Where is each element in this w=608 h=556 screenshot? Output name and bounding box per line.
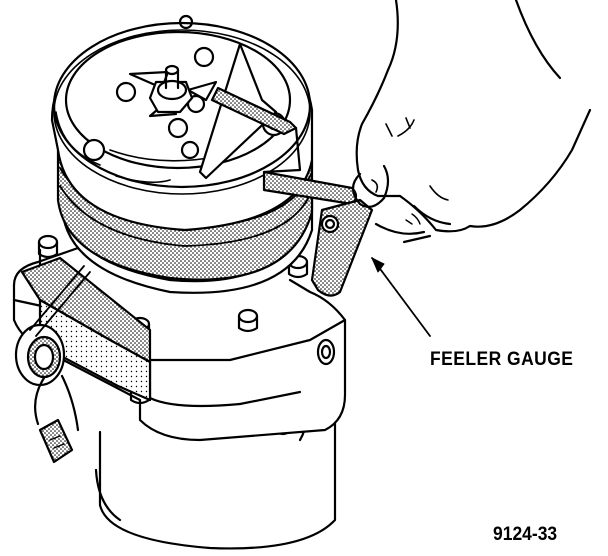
bolt-center-right xyxy=(237,308,259,333)
pulley-assembly xyxy=(50,14,314,294)
leader-arrowhead xyxy=(371,257,385,273)
feeler-gauge xyxy=(210,86,374,297)
feeler-gauge-leader xyxy=(371,257,431,337)
clutch-connector xyxy=(14,265,91,464)
feeler-gauge-label: FEELER GAUGE xyxy=(430,349,574,370)
bolt-left-top xyxy=(37,234,59,259)
hub-nut xyxy=(128,64,218,118)
figure-number: 9124-33 xyxy=(493,524,558,545)
bolt-lower-right xyxy=(316,338,336,366)
hand xyxy=(351,0,592,244)
